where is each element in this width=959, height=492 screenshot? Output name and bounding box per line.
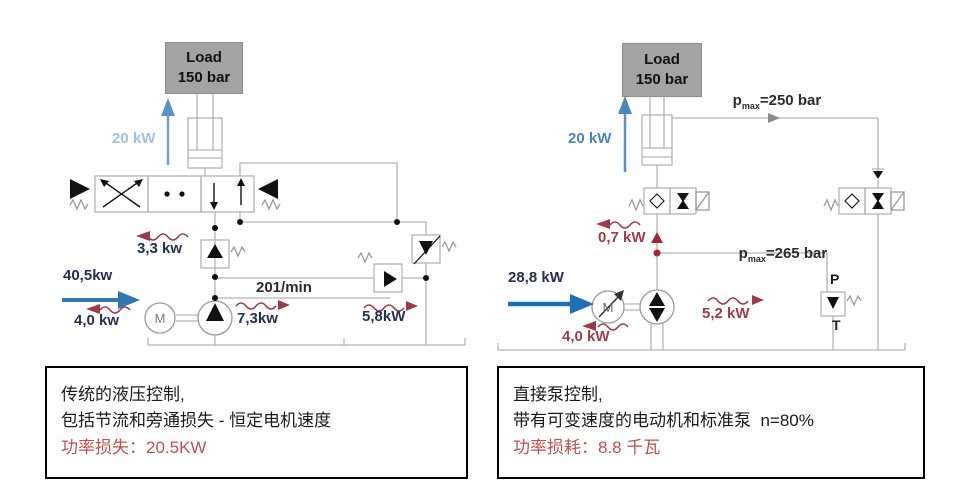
override-icon	[873, 171, 883, 179]
check-diamond-icon	[844, 193, 860, 209]
load-title: Load	[644, 50, 680, 68]
solenoid-icon	[258, 179, 278, 199]
p-subscript: max	[747, 253, 766, 264]
loss-arrow-icon	[597, 323, 629, 331]
loss-arrowheads	[582, 219, 764, 331]
up-power-arrow-icon	[618, 96, 632, 172]
caption-line-1: 传统的液压控制,	[61, 385, 185, 404]
flow-rate-label: 201/min	[256, 279, 312, 296]
check-diamond-icon	[649, 193, 665, 209]
p-symbol: p	[738, 244, 748, 262]
pump-circle	[639, 289, 675, 325]
motor-circle	[144, 302, 176, 334]
motor-letter: M	[155, 311, 166, 326]
caption-power-loss: 功率损耗：8.8 千瓦	[513, 437, 661, 457]
right-caption-box: 直接泵控制, 带有可变速度的电动机和标准泵 n=80% 功率损耗：8.8 千瓦	[497, 366, 925, 479]
spring-icon	[69, 198, 89, 211]
variable-arrow-icon	[598, 294, 621, 318]
right-valve-symbols	[598, 171, 884, 322]
shutoff-valve-symbol	[823, 187, 905, 215]
p-value: =265 bar	[765, 244, 828, 262]
right-hydraulic-circuit: M	[497, 95, 906, 351]
loss-arrow-icon	[363, 304, 405, 312]
bypass-poppet-icon	[384, 271, 397, 287]
left-caption-box: 传统的液压控制, 包括节流和旁通损失 - 恒定电机速度 功率损失：20.5KW	[45, 366, 468, 479]
motor-loss-label: 4,0 kw	[74, 312, 120, 329]
flow-direction-icon	[768, 113, 780, 123]
port-t-label: T	[832, 317, 841, 333]
loss-arrow-icon	[235, 302, 277, 310]
loss-arrows	[99, 233, 405, 314]
bypass-valve-symbol	[357, 251, 403, 293]
load-box: Load 150 bar	[165, 42, 243, 94]
p-value: =250 bar	[759, 91, 822, 109]
spring-icon	[261, 198, 281, 211]
tank-line	[147, 338, 466, 346]
input-power-label: 40,5kw	[63, 267, 113, 284]
pmax-265-label: pmax=265 bar	[722, 229, 827, 281]
left-circuit-lines	[69, 92, 466, 346]
loss-arrow-icon	[147, 233, 189, 241]
red-up-arrow-icon	[651, 232, 663, 243]
shutoff-valve-symbol	[628, 187, 710, 215]
motor-letter: M	[603, 300, 614, 315]
loss-arrow-icon	[609, 221, 641, 229]
pump-triangle-icon	[649, 292, 665, 306]
loss-arrows	[597, 221, 749, 331]
load-box: Load 150 bar	[622, 43, 702, 97]
caption-line-2: 包括节流和旁通损失 - 恒定电机速度	[61, 411, 332, 431]
pmax-250-label: pmax=250 bar	[716, 76, 821, 128]
pressure-relief-valve-symbol	[820, 291, 862, 350]
load-pressure: 150 bar	[635, 71, 689, 88]
cylinder-symbol	[187, 117, 223, 169]
relief-poppet-icon	[419, 241, 433, 255]
cylinder-symbol	[641, 114, 673, 166]
pump-triangle-icon	[206, 303, 224, 321]
input-power-label: 28,8 kW	[508, 269, 564, 286]
input-power-arrow-icon	[508, 294, 594, 314]
pump-loss-label: 7,3kw	[237, 310, 278, 327]
output-power-label: 20 kW	[568, 130, 612, 147]
check-valve-symbol	[200, 239, 246, 269]
loss-arrowheads	[86, 231, 418, 314]
left-hydraulic-circuit: M	[62, 92, 466, 346]
left-valve-symbols	[70, 178, 441, 321]
loss-arrow-icon	[99, 306, 131, 314]
caption-line-1: 直接泵控制,	[513, 385, 603, 404]
red-flow-markers	[651, 232, 663, 257]
output-power-label: 20 kW	[112, 130, 156, 147]
relief-poppet-icon	[827, 297, 839, 309]
motor-loss-label: 4,0 kW	[562, 328, 610, 345]
tank-line	[497, 343, 906, 351]
caption-line-2: 带有可变速度的电动机和标准泵 n=80%	[513, 411, 814, 431]
p-symbol: p	[732, 91, 742, 109]
valve-loss-label: 0,7 kW	[598, 229, 646, 246]
pump-triangle-icon	[649, 308, 665, 322]
bypass-loss-label: 5,8kW	[362, 308, 406, 325]
pump-loss-label: 5,2 kW	[702, 305, 750, 322]
p-subscript: max	[741, 100, 760, 111]
check-poppet-icon	[207, 244, 223, 258]
port-p-label: P	[830, 271, 840, 287]
load-title: Load	[186, 48, 222, 66]
solenoid-icon	[70, 179, 90, 199]
up-power-arrow-icon	[161, 98, 175, 165]
directional-valve-body	[94, 175, 255, 213]
caption-power-loss: 功率损失：20.5KW	[61, 437, 207, 457]
pressure-relief-valve-symbol	[411, 234, 457, 264]
load-pressure: 150 bar	[177, 69, 231, 86]
throttle-loss-label: 3,3 kw	[137, 240, 183, 257]
loss-arrow-icon	[707, 297, 749, 305]
input-power-arrow-icon	[62, 291, 140, 309]
